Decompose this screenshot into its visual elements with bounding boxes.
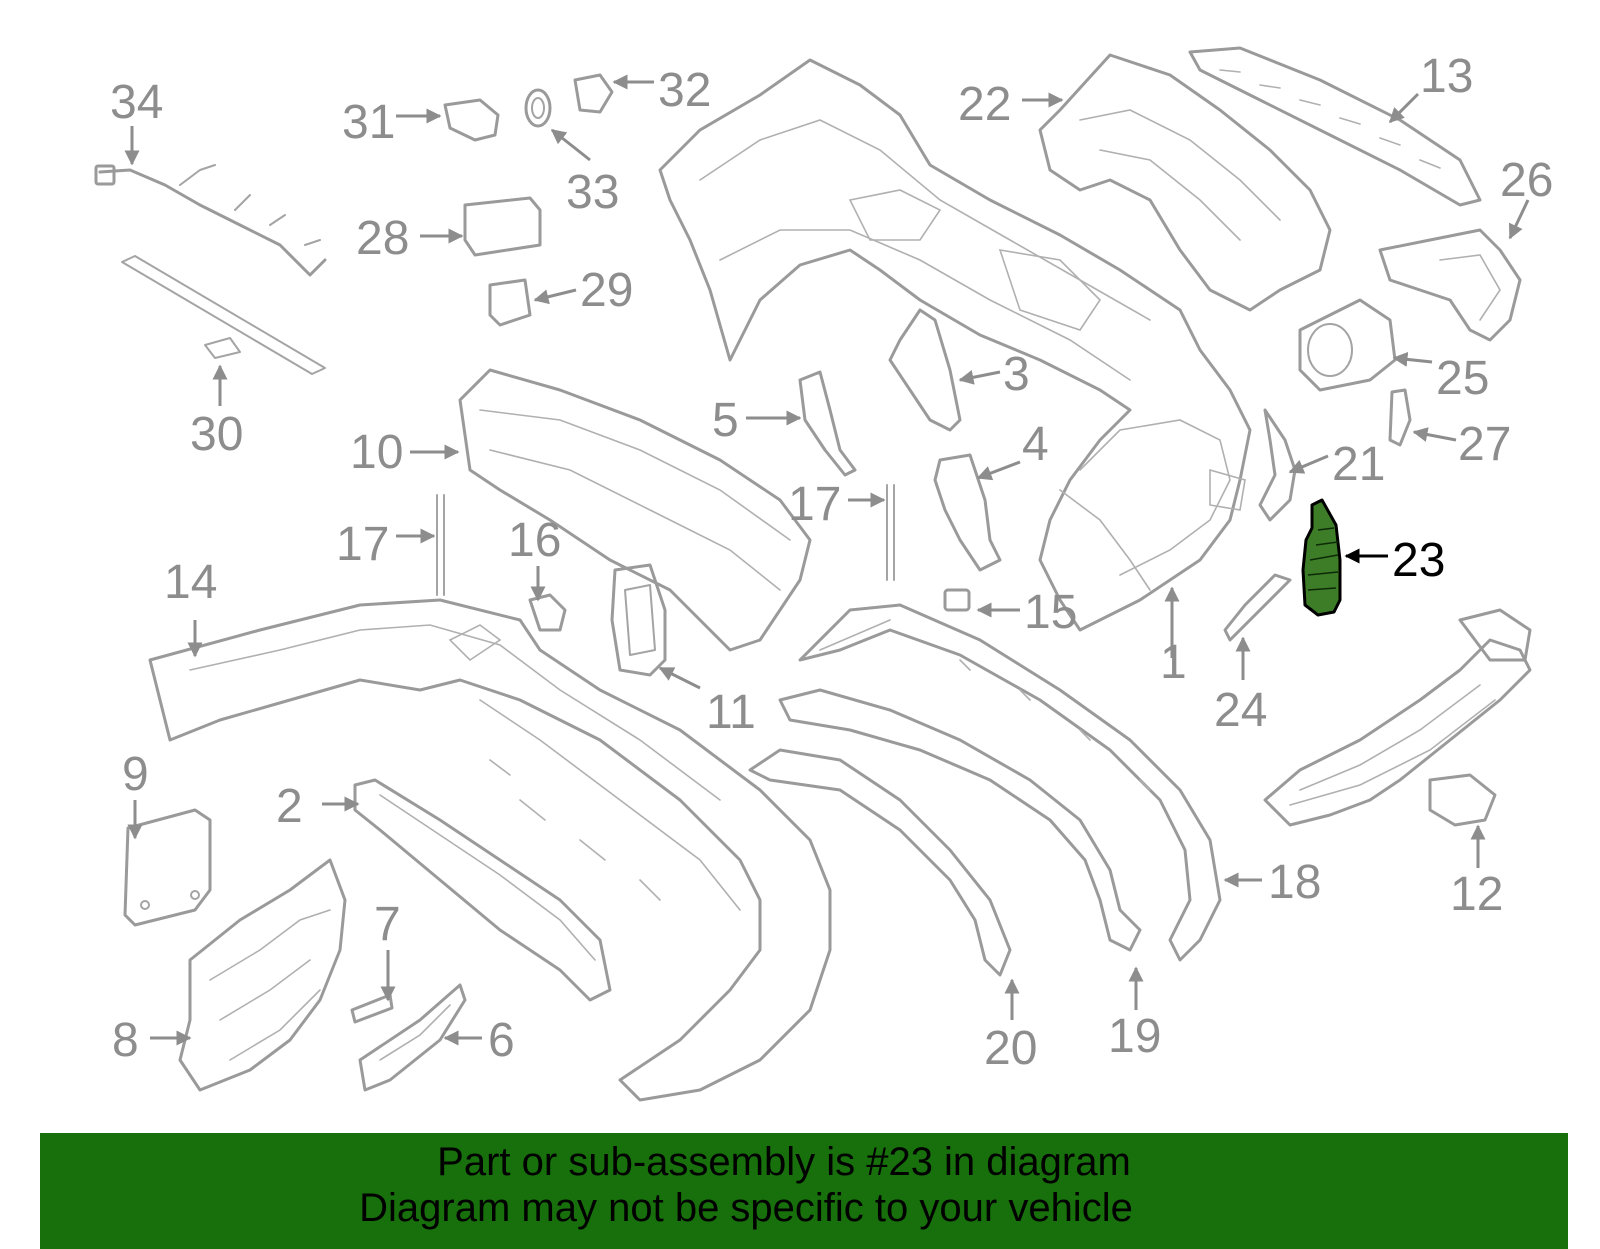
part-7-strip bbox=[350, 993, 394, 1024]
part-1-bumper-cover bbox=[658, 58, 1252, 632]
part-26-bracket bbox=[1378, 228, 1522, 342]
callout-1: 1 bbox=[1160, 636, 1187, 689]
callout-17-left: 17 bbox=[336, 518, 389, 571]
info-banner: Part or sub-assembly is #23 in diagram D… bbox=[40, 1133, 1568, 1249]
callout-30: 30 bbox=[190, 408, 243, 461]
callout-32: 32 bbox=[658, 64, 711, 117]
callout-14: 14 bbox=[164, 556, 217, 609]
callout-27: 27 bbox=[1458, 418, 1511, 471]
part-11-plate bbox=[610, 563, 667, 677]
part-33-ring bbox=[524, 88, 552, 128]
part-30-strap bbox=[121, 255, 326, 375]
part-22-bracket bbox=[1038, 53, 1332, 312]
part-24-rod bbox=[1223, 573, 1292, 642]
part-2-bracket bbox=[353, 778, 612, 1002]
callout-15: 15 bbox=[1024, 586, 1077, 639]
callout-10: 10 bbox=[350, 426, 403, 479]
part-14-lower-cover bbox=[148, 598, 832, 1102]
callout-34: 34 bbox=[110, 76, 163, 129]
callout-28: 28 bbox=[356, 212, 409, 265]
callout-20: 20 bbox=[984, 1022, 1037, 1075]
callout-12: 12 bbox=[1450, 868, 1503, 921]
callout-5: 5 bbox=[712, 394, 739, 447]
callout-9: 9 bbox=[122, 748, 149, 801]
callout-3: 3 bbox=[1003, 348, 1030, 401]
callout-25: 25 bbox=[1436, 352, 1489, 405]
callout-26: 26 bbox=[1500, 154, 1553, 207]
part-8-bracket bbox=[178, 858, 347, 1092]
callout-11: 11 bbox=[706, 686, 756, 739]
leader-lines bbox=[124, 74, 1530, 1046]
part-5-bracket bbox=[798, 370, 857, 477]
callout-2: 2 bbox=[276, 780, 303, 833]
banner-disclaimer-text: Diagram may not be specific to your vehi… bbox=[359, 1186, 1133, 1230]
callout-24: 24 bbox=[1214, 684, 1267, 737]
callout-17-right: 17 bbox=[788, 478, 841, 531]
callout-8: 8 bbox=[112, 1014, 139, 1067]
part-23-highlighted bbox=[1301, 498, 1342, 617]
part-10-beam bbox=[458, 368, 812, 652]
callout-16: 16 bbox=[508, 514, 561, 567]
part-28-cover bbox=[463, 196, 542, 257]
part-18-trim bbox=[798, 603, 1222, 962]
callout-33: 33 bbox=[566, 166, 619, 219]
part-34-harness bbox=[94, 164, 327, 277]
callout-4: 4 bbox=[1022, 418, 1049, 471]
part-25-housing bbox=[1298, 298, 1397, 392]
part-6-bracket bbox=[358, 983, 467, 1092]
callout-numbers: 1 2 3 4 5 6 7 8 9 10 11 12 13 14 15 16 1… bbox=[110, 50, 1553, 1075]
callout-31: 31 bbox=[342, 96, 395, 149]
part-13-strip bbox=[1188, 46, 1482, 207]
part-29-bracket bbox=[488, 278, 532, 327]
callout-6: 6 bbox=[488, 1014, 515, 1067]
part-17-stud-left bbox=[436, 494, 445, 596]
callout-18: 18 bbox=[1268, 856, 1321, 909]
callout-22: 22 bbox=[958, 78, 1011, 131]
callout-13: 13 bbox=[1420, 50, 1473, 103]
part-12-tow-hitch bbox=[1263, 608, 1532, 827]
callout-23-highlighted: 23 bbox=[1392, 534, 1445, 587]
part-32-bracket bbox=[573, 73, 614, 114]
callout-29: 29 bbox=[580, 264, 633, 317]
part-3-bracket bbox=[888, 308, 962, 432]
banner-part-number-text: Part or sub-assembly is #23 in diagram bbox=[437, 1140, 1131, 1184]
part-20-trim bbox=[748, 748, 1012, 977]
part-9-plate bbox=[123, 808, 212, 927]
part-27-sensor bbox=[1388, 388, 1412, 447]
callout-7: 7 bbox=[374, 898, 401, 951]
part-16-clip bbox=[528, 593, 567, 632]
part-15-clip bbox=[943, 588, 971, 612]
callout-21: 21 bbox=[1332, 438, 1385, 491]
callout-19: 19 bbox=[1108, 1010, 1161, 1063]
part-19-trim bbox=[778, 688, 1142, 952]
part-21-strip bbox=[1258, 408, 1297, 522]
part-31-sensor bbox=[443, 98, 500, 142]
part-17-stud-right bbox=[886, 484, 895, 581]
